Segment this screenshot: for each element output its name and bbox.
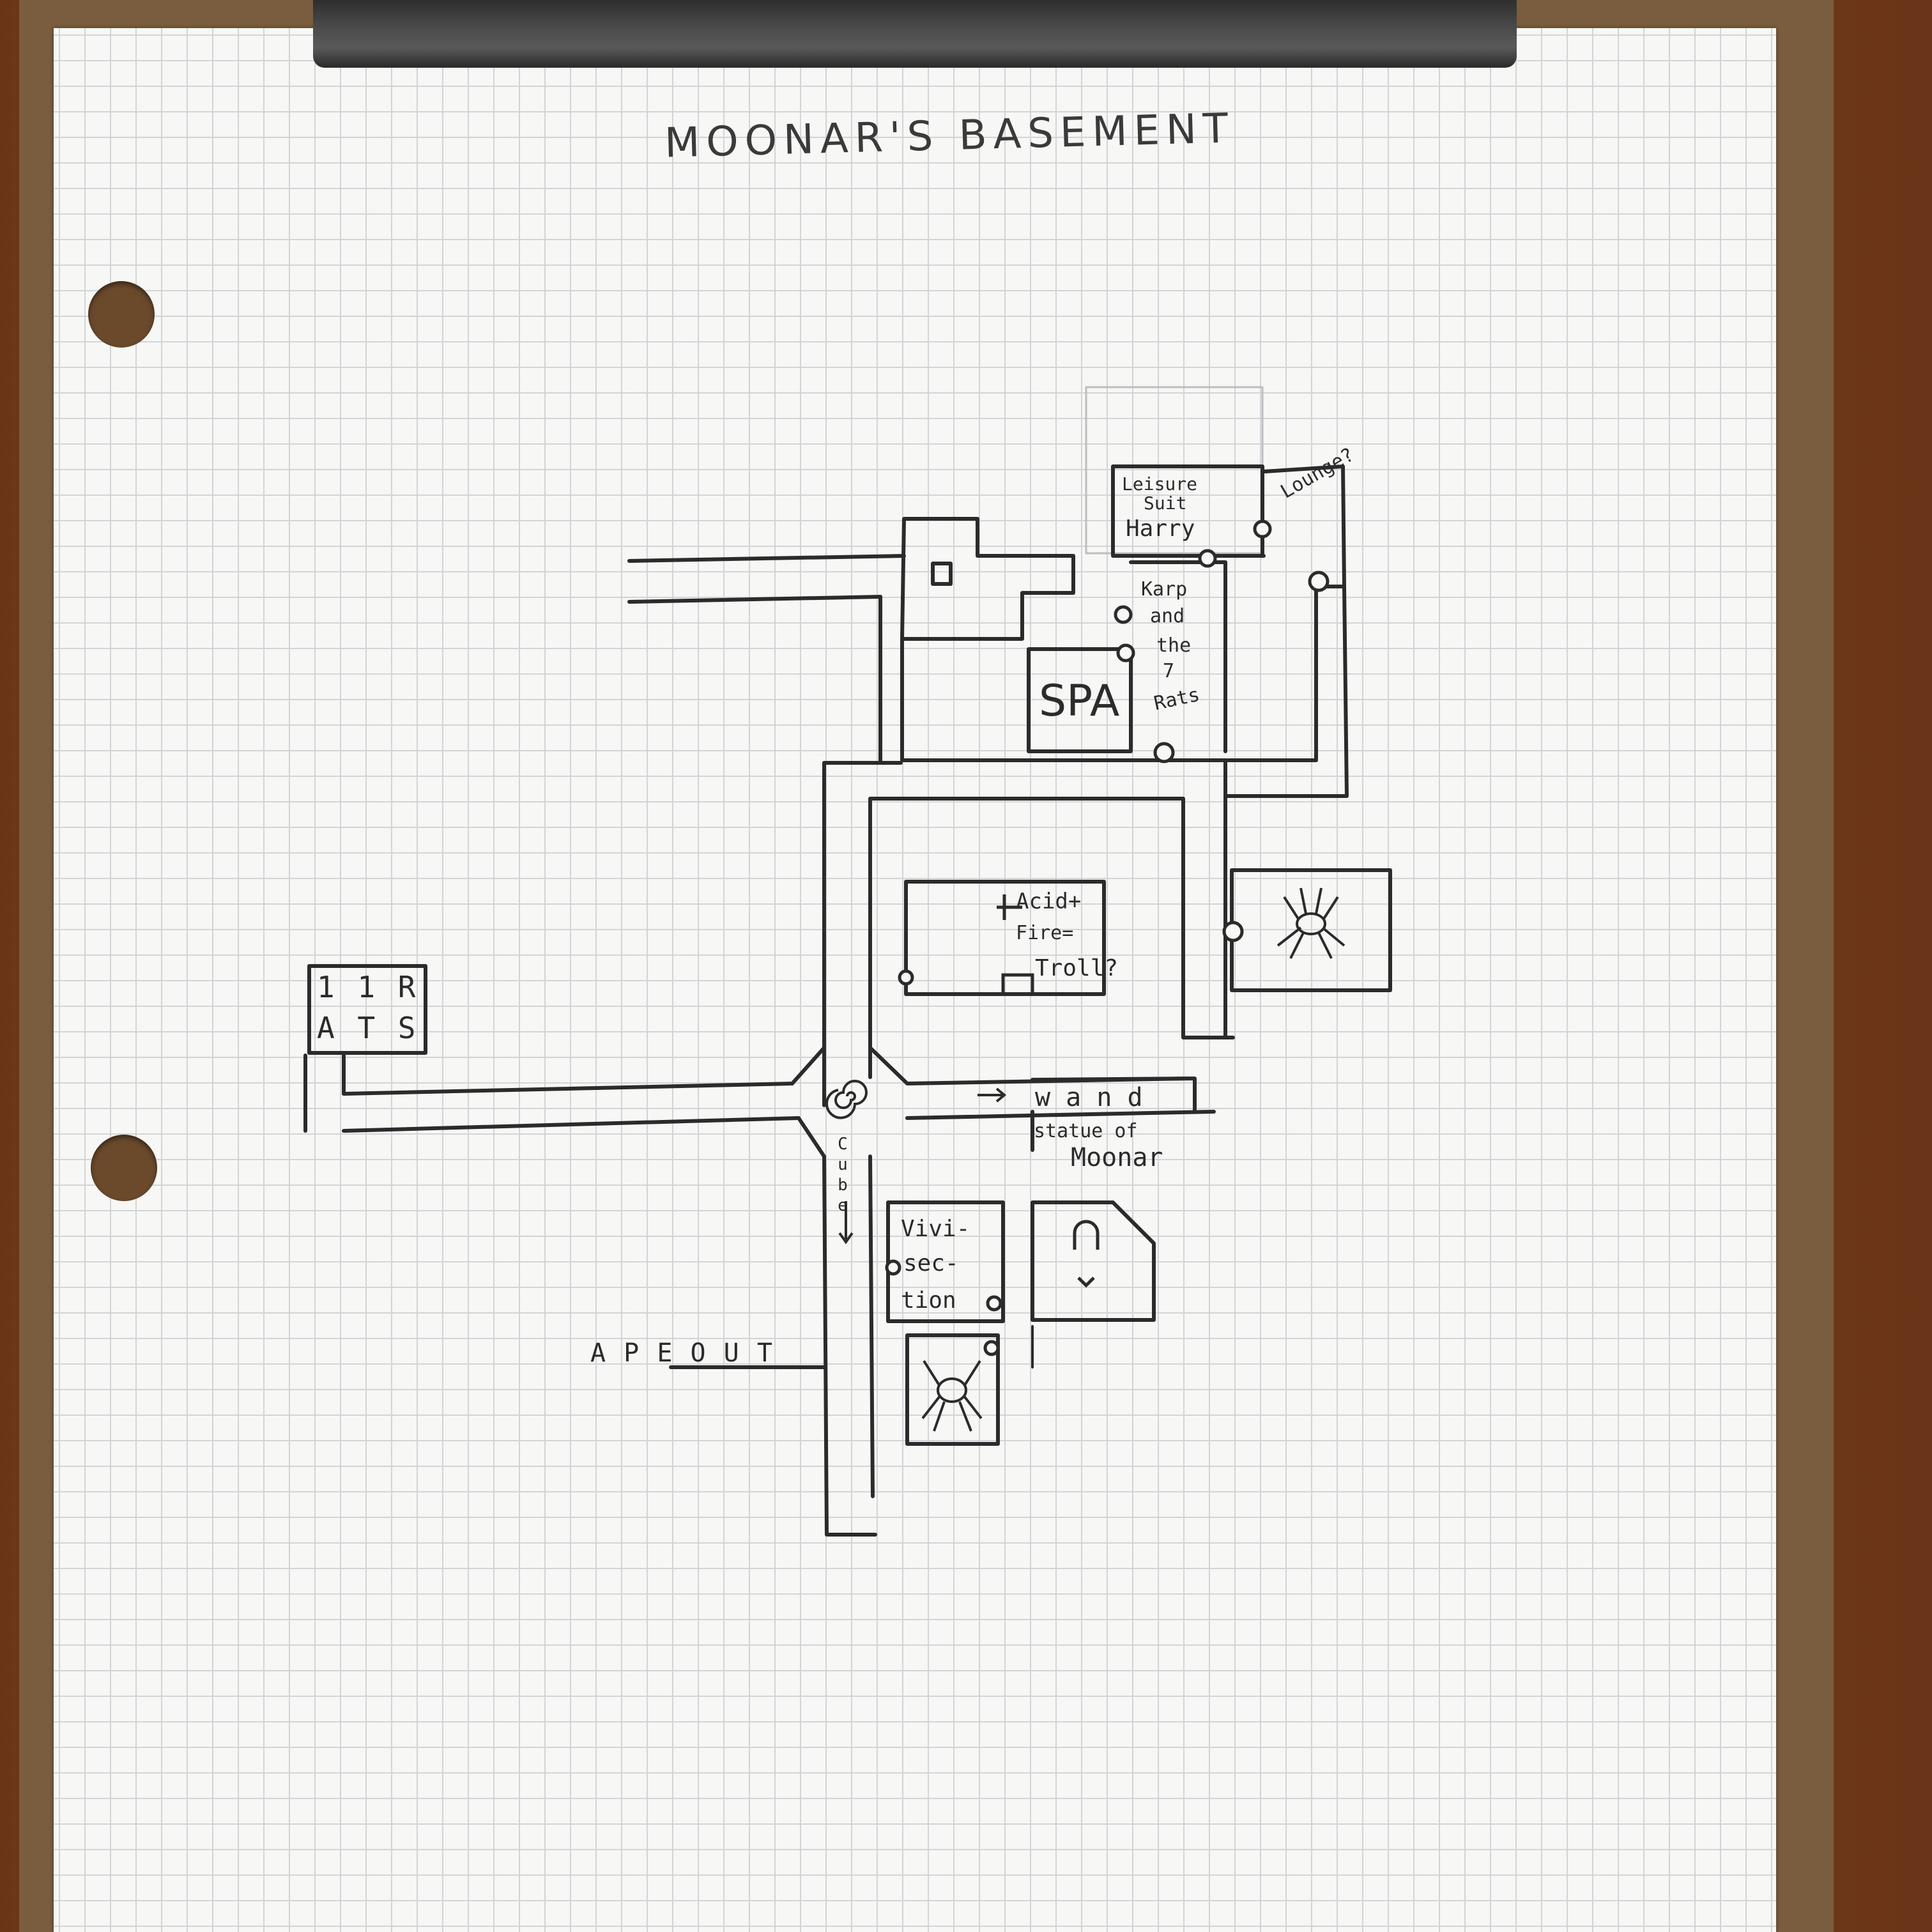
door <box>983 1340 1000 1356</box>
door <box>1114 605 1133 624</box>
acid-fire-troll-room <box>904 880 1106 996</box>
label-troll: Troll? <box>1035 955 1119 981</box>
door <box>898 969 914 986</box>
label-and: and <box>1150 605 1185 627</box>
label-karp: Karp <box>1141 578 1188 601</box>
crossroads <box>790 1046 1216 1158</box>
door <box>1222 921 1244 942</box>
wall-main-west <box>878 595 903 765</box>
punch-hole-bottom <box>91 1135 157 1201</box>
corridor-west-lower <box>303 1054 801 1133</box>
spider-room-south <box>905 1333 1000 1446</box>
karp-room-wall <box>1129 560 1227 753</box>
door <box>1253 519 1272 539</box>
door <box>1116 643 1135 663</box>
horseshoe-icon <box>1073 1220 1100 1288</box>
clipboard-clip <box>313 0 1517 68</box>
spider-room-east <box>1230 868 1392 992</box>
horseshoe-room <box>1031 1200 1156 1322</box>
label-wand: w a n d <box>1035 1083 1143 1112</box>
label-tion: tion <box>901 1287 956 1314</box>
label-sec: sec- <box>903 1250 959 1276</box>
eleven-rats-room <box>307 964 427 1055</box>
label-suit: Suit <box>1144 493 1187 514</box>
spider-icon-east <box>1276 887 1346 959</box>
punch-hole-top <box>88 281 155 348</box>
spider-icon-south <box>921 1360 983 1432</box>
corridor-south <box>822 1154 877 1537</box>
graph-paper <box>54 28 1776 1932</box>
lounge-room <box>1263 464 1346 588</box>
label-leisure: Leisure <box>1122 473 1198 494</box>
door <box>986 1295 1002 1312</box>
corridor-west-upper <box>627 554 906 604</box>
door <box>885 1259 901 1276</box>
label-the: the <box>1156 634 1192 657</box>
label-rats-row2: A T S <box>317 1011 418 1045</box>
label-harry: Harry <box>1126 516 1195 542</box>
door <box>1198 549 1217 568</box>
label-acid: Acid+ <box>1016 889 1082 914</box>
door <box>1308 571 1330 592</box>
label-vivi: Vivi- <box>901 1216 970 1242</box>
label-ape-out: A P E O U T <box>590 1338 774 1368</box>
label-spa: SPA <box>1039 676 1120 726</box>
label-fire: Fire= <box>1016 922 1074 944</box>
wand-bar <box>1031 1077 1197 1152</box>
label-cube: Cube <box>833 1135 852 1216</box>
lever-icon <box>997 894 1034 993</box>
spa-room <box>1027 647 1133 753</box>
cube-arrow-icon <box>838 1201 854 1245</box>
door <box>1153 742 1175 763</box>
room-square <box>900 517 1075 641</box>
square-marker <box>931 562 953 586</box>
label-statue-of: statue of <box>1034 1120 1138 1142</box>
leisure-suit-harry-room <box>1111 464 1264 558</box>
main-block-outline <box>900 585 1318 762</box>
wand-arrow-icon <box>977 1087 1007 1103</box>
spiral-icon <box>825 1080 868 1119</box>
label-seven: 7 <box>1163 660 1175 682</box>
corridor-central <box>822 585 1349 1107</box>
label-moonar: Moonar <box>1071 1143 1163 1172</box>
label-rats-row1: 1 1 R <box>317 970 418 1004</box>
